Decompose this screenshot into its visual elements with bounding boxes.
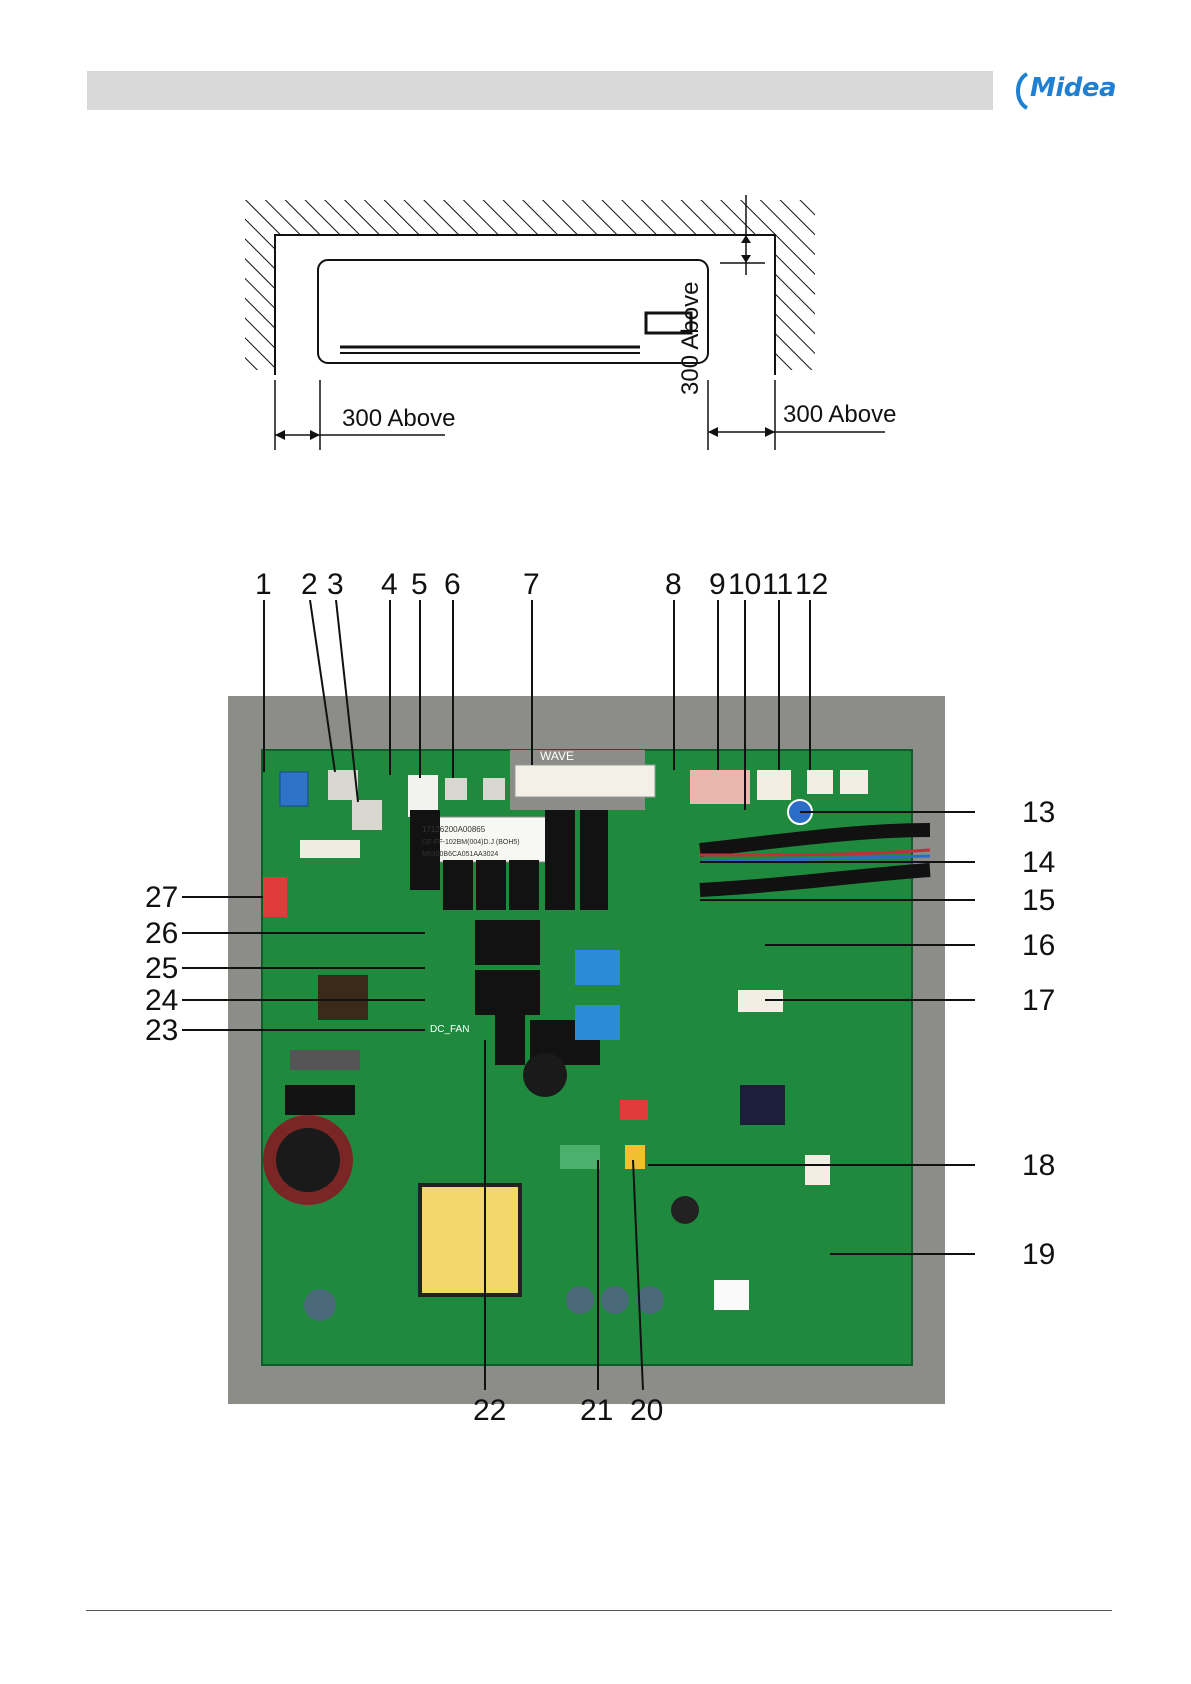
callout-1: 1 (255, 568, 272, 602)
callout-23: 23 (145, 1014, 178, 1048)
callout-8: 8 (665, 568, 682, 602)
header-bar (87, 71, 993, 110)
callout-3: 3 (327, 568, 344, 602)
callout-24: 24 (145, 984, 178, 1018)
sticker-line-3: M6300B6CA051AA3024 (422, 851, 498, 858)
clearance-diagram: 300 Above 300 Above 300 Above (240, 195, 960, 495)
callout-10: 10 (728, 568, 761, 602)
callout-14: 14 (1022, 846, 1055, 880)
callout-4: 4 (381, 568, 398, 602)
callout-18: 18 (1022, 1149, 1055, 1183)
callout-7: 7 (523, 568, 540, 602)
callout-11: 11 (762, 568, 793, 602)
callout-2: 2 (301, 568, 318, 602)
callout-26: 26 (145, 917, 178, 951)
callout-19: 19 (1022, 1238, 1055, 1272)
top-clearance-label: 300 Above (677, 282, 705, 395)
brand-logo-text: Midea (1030, 73, 1116, 103)
callout-9: 9 (709, 568, 726, 602)
callout-20: 20 (630, 1394, 663, 1428)
pcb-figure: WAVE DC_FAN 17126200A00865 CE-FF-102BM(0… (140, 600, 1070, 1500)
callout-5: 5 (411, 568, 428, 602)
callout-22: 22 (473, 1394, 506, 1428)
sticker-line-2: CE-FF-102BM(004)D.J (BOH5) (422, 839, 520, 846)
pcb-drawing: WAVE DC_FAN 17126200A00865 CE-FF-102BM(0… (140, 600, 1070, 1500)
callout-17: 17 (1022, 984, 1055, 1018)
clearance-diagram-drawing (240, 195, 960, 495)
callout-13: 13 (1022, 796, 1055, 830)
left-clearance-label: 300 Above (342, 405, 455, 433)
callout-27: 27 (145, 881, 178, 915)
callout-25: 25 (145, 952, 178, 986)
callout-6: 6 (444, 568, 461, 602)
dc-fan-silkscreen-text: DC_FAN (430, 1024, 469, 1035)
sticker-line-1: 17126200A00865 (422, 825, 486, 834)
wave-silkscreen-text: WAVE (540, 749, 574, 763)
right-clearance-label: 300 Above (783, 401, 896, 429)
callout-21: 21 (580, 1394, 613, 1428)
footer-rule (86, 1610, 1112, 1611)
callout-15: 15 (1022, 884, 1055, 918)
callout-16: 16 (1022, 929, 1055, 963)
callout-12: 12 (795, 568, 828, 602)
